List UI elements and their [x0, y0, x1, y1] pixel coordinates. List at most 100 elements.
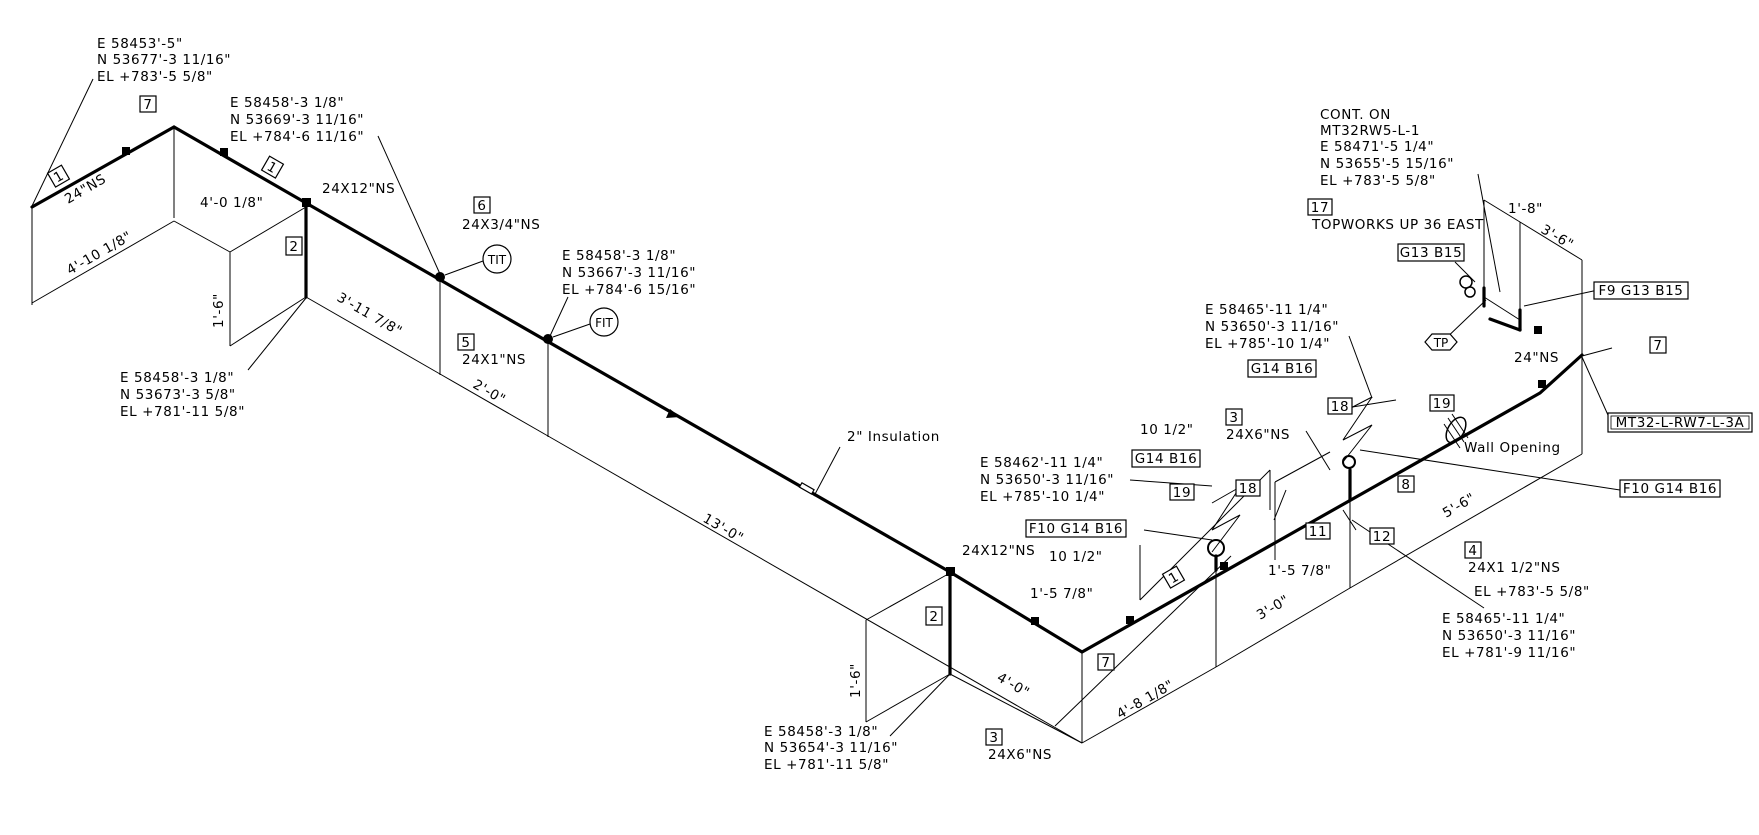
- tee-2: [946, 567, 955, 576]
- spec-f10-g14-b16-a: F10 G14 B16: [1025, 519, 1127, 538]
- dim-1-8: 1'-8": [1508, 201, 1543, 217]
- item-tags: 1 7 1 2 6 5 2 7 3 1 3 18 19 18 19 11 12 …: [46, 95, 1667, 746]
- dim-4-8-1-8: 4'-8 1/8": [1114, 677, 1177, 723]
- insulation-marker: [798, 481, 815, 495]
- size-24x12-a: 24X12"NS: [322, 181, 395, 197]
- dim-1-6-a: 1'-6": [211, 293, 227, 328]
- coord-east: E 58458'-3 1/8": [230, 95, 344, 111]
- instrument-fit: FIT: [552, 307, 619, 338]
- tag-text: 6: [477, 198, 486, 214]
- tag-17: 17: [1307, 198, 1333, 216]
- elevation-note: EL +783'-5 5/8": [1474, 584, 1590, 600]
- coord-elevation: EL +785'-10 1/4": [1205, 336, 1330, 352]
- topworks-note: TOPWORKS UP 36 EAST: [1311, 217, 1484, 233]
- tag-text: 7: [143, 97, 152, 113]
- flow-arrow: [666, 409, 680, 418]
- coord-elevation: EL +783'-5 5/8": [1320, 173, 1436, 189]
- instrument-tp-label: TP: [1433, 336, 1449, 350]
- coord-elevation: EL +783'-5 5/8": [97, 69, 213, 85]
- tag-7-b: 7: [1097, 653, 1115, 671]
- coord-east: E 58458'-3 1/8": [562, 248, 676, 264]
- tag-text: 17: [1311, 200, 1329, 216]
- coord-elevation: EL +781'-11 5/8": [120, 404, 245, 420]
- coord-label-7: E 58465'-11 1/4" N 53650'-3 11/16" EL +7…: [1205, 302, 1339, 352]
- spec-text: G14 B16: [1251, 361, 1314, 377]
- spec-text: F10 G14 B16: [1623, 481, 1717, 497]
- dim-1-5-7-8-b: 1'-5 7/8": [1268, 563, 1331, 579]
- drawing-ref-text: MT32-L-RW7-L-3A: [1616, 415, 1745, 431]
- spec-text: G13 B15: [1400, 245, 1463, 261]
- tag-text: 5: [461, 335, 470, 351]
- size-24x3-4: 24X3/4"NS: [462, 217, 540, 233]
- dim-3-11-7-8: 3'-11 7/8": [334, 290, 405, 340]
- tag-text: 19: [1173, 485, 1191, 501]
- coord-north: N 53673'-3 5/8": [120, 387, 236, 403]
- coord-north: N 53650'-3 11/16": [980, 472, 1114, 488]
- tag-1-b: 1: [260, 155, 285, 179]
- instrument-fit-label: FIT: [595, 316, 613, 330]
- tag-2-a: 2: [285, 236, 303, 256]
- size-labels: 24"NS 24X12"NS 24X3/4"NS 24X1"NS 24X12"N…: [62, 171, 1561, 763]
- tag-4: 4: [1464, 541, 1482, 559]
- dim-13-0: 13'-0": [700, 511, 746, 547]
- dim-1-6-b: 1'-6": [848, 663, 864, 698]
- tag-12: 12: [1369, 527, 1395, 545]
- spec-g13-b15: G13 B15: [1397, 243, 1465, 262]
- coord-east: E 58458'-3 1/8": [764, 724, 878, 740]
- branch-valves: [1207, 396, 1373, 572]
- coord-label-5: E 58458'-3 1/8" N 53654'-3 11/16" EL +78…: [764, 724, 898, 773]
- coord-east: E 58471'-5 1/4": [1320, 139, 1434, 155]
- size-24x1: 24X1"NS: [462, 352, 526, 368]
- dimension-labels: 4'-10 1/8" 4'-0 1/8" 1'-6" 3'-11 7/8" 2'…: [64, 195, 1576, 722]
- tag-text: 2: [289, 239, 298, 255]
- leader-lines: [31, 78, 1621, 737]
- wall-opening-note: Wall Opening: [1464, 440, 1561, 456]
- drawing-continuation-ref[interactable]: MT32-L-RW7-L-3A: [1607, 412, 1753, 433]
- spec-text: G14 B16: [1135, 451, 1198, 467]
- tag-6: 6: [473, 196, 491, 214]
- tag-3-b: 3: [985, 728, 1003, 746]
- dim-3-6: 3'-6": [1538, 222, 1576, 253]
- tag-2-b: 2: [925, 606, 943, 626]
- coord-north: N 53654'-3 11/16": [764, 740, 898, 756]
- coord-elevation: EL +784'-6 11/16": [230, 129, 364, 145]
- size-24x1-1-2: 24X1 1/2"NS: [1468, 560, 1561, 576]
- topworks-valve-symbol: [1459, 275, 1522, 332]
- fittings: [122, 147, 1546, 625]
- dim-10-1-2-b: 10 1/2": [1140, 422, 1194, 438]
- coord-elevation: EL +784'-6 15/16": [562, 282, 696, 298]
- spec-g14-b16-b: G14 B16: [1131, 449, 1201, 468]
- spec-text: F10 G14 B16: [1029, 521, 1123, 537]
- cont-on-label: CONT. ON: [1320, 107, 1391, 123]
- tag-7-c: 7: [1649, 336, 1667, 354]
- tag-text: 3: [989, 730, 998, 746]
- tag-8: 8: [1397, 475, 1415, 493]
- coord-elevation: EL +781'-9 11/16": [1442, 645, 1576, 661]
- weld-1: [122, 147, 130, 155]
- coord-north: N 53655'-5 15/16": [1320, 156, 1454, 172]
- coord-elevation: EL +785'-10 1/4": [980, 489, 1105, 505]
- instrument-tit: TIT: [444, 244, 512, 276]
- weld-2: [220, 148, 228, 156]
- tag-text: 7: [1653, 338, 1662, 354]
- coord-north: N 53677'-3 11/16": [97, 52, 231, 68]
- coord-east: E 58458'-3 1/8": [120, 370, 234, 386]
- tag-11: 11: [1305, 522, 1331, 540]
- spec-boxes: G13 B15 F9 G13 B15 G14 B16 G14 B16 F10 G…: [1025, 243, 1753, 538]
- dim-2-0: 2'-0": [470, 377, 508, 408]
- coord-label-1: E 58453'-5" N 53677'-3 11/16" EL +783'-5…: [97, 36, 231, 85]
- coord-label-continuation: CONT. ON MT32RW5-L-1 E 58471'-5 1/4" N 5…: [1320, 107, 1454, 189]
- tee-1: [302, 198, 311, 207]
- weld-5: [1220, 562, 1228, 570]
- tag-text: 12: [1373, 529, 1391, 545]
- wall-opening-symbol: [1443, 413, 1469, 449]
- tag-5: 5: [457, 333, 475, 351]
- size-24ns-right: 24"NS: [1514, 350, 1559, 366]
- weld-7: [1534, 326, 1542, 334]
- coord-label-8: E 58465'-11 1/4" N 53650'-3 11/16" EL +7…: [1442, 611, 1576, 661]
- tag-text: 3: [1229, 410, 1238, 426]
- coord-label-4: E 58458'-3 1/8" N 53673'-3 5/8" EL +781'…: [120, 370, 245, 420]
- dim-3-0: 3'-0": [1254, 592, 1292, 623]
- tag-text: 18: [1331, 399, 1349, 415]
